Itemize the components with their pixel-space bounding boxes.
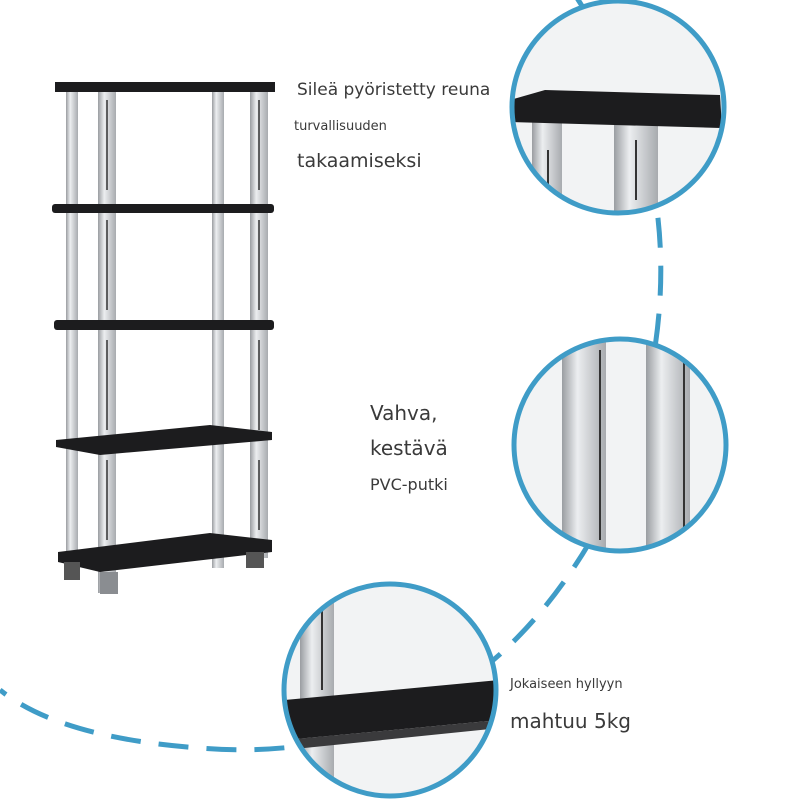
bookshelf-product-image	[52, 82, 275, 594]
load-callout-line1: Jokaiseen hyllyyn	[510, 677, 623, 692]
tube-callout-line1: Vahva,	[370, 401, 438, 425]
tube-callout-line3: PVC-putki	[370, 475, 448, 494]
tube-callout-line2: kestävä	[370, 436, 448, 460]
edge-callout-line2: turvallisuuden	[294, 119, 387, 134]
tube-detail-circle	[511, 336, 729, 554]
edge-callout-line1: Sileä pyöristetty reuna	[297, 80, 491, 100]
shelf-detail-circle	[281, 581, 499, 799]
edge-callout-line3: takaamiseksi	[297, 150, 422, 172]
load-callout-line2: mahtuu 5kg	[510, 709, 631, 733]
dashed-connector-arc	[0, 0, 664, 753]
edge-detail-circle	[509, 0, 727, 216]
